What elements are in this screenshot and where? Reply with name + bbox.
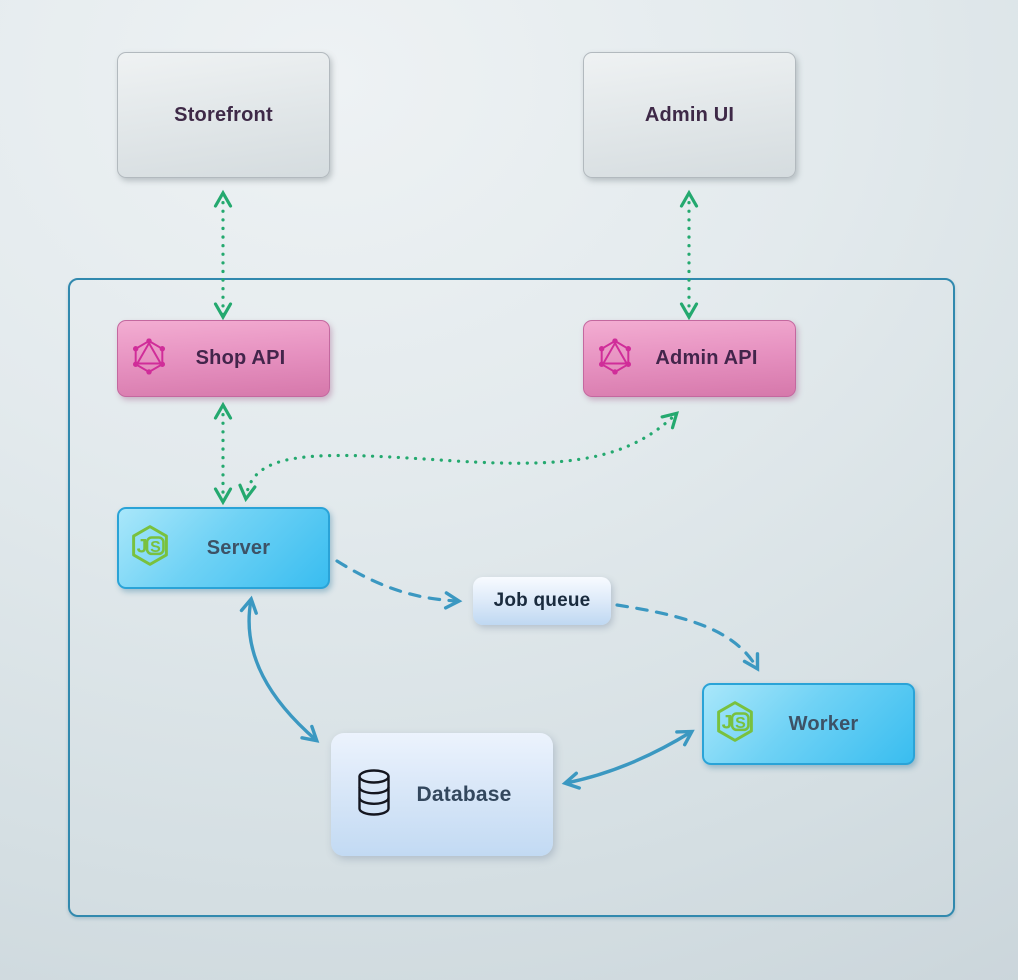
node-worker: J S Worker — [702, 683, 915, 765]
edge-server-jobqueue — [335, 559, 463, 610]
shop-api-label: Shop API — [195, 347, 286, 369]
svg-text:S: S — [150, 539, 161, 556]
edge-server-adminapi — [238, 411, 680, 503]
svg-text:S: S — [735, 715, 746, 732]
worker-label: Worker — [788, 712, 859, 735]
server-boundary-box — [68, 278, 955, 917]
edge-server-database — [239, 595, 320, 743]
node-admin-ui: Admin UI — [583, 52, 796, 178]
job-queue-label: Job queue — [493, 590, 591, 611]
storefront-label: Storefront — [174, 103, 273, 126]
svg-text:J: J — [722, 713, 733, 734]
node-database: Database — [331, 733, 553, 856]
nodejs-icon: J S — [129, 525, 171, 572]
node-server: J S Server — [117, 507, 330, 589]
svg-text:J: J — [137, 537, 148, 558]
node-admin-api: Admin API — [583, 320, 796, 397]
node-shop-api: Shop API — [117, 320, 330, 397]
server-label: Server — [206, 536, 271, 559]
edge-database-worker — [561, 729, 695, 790]
edge-jobqueue-worker — [615, 603, 760, 672]
database-label: Database — [416, 782, 512, 806]
database-icon — [352, 767, 396, 822]
nodejs-icon: J S — [714, 701, 756, 748]
admin-ui-label: Admin UI — [644, 103, 735, 126]
graphql-icon — [597, 337, 633, 379]
graphql-icon — [131, 337, 167, 379]
node-storefront: Storefront — [117, 52, 330, 178]
node-job-queue: Job queue — [473, 577, 611, 625]
admin-api-label: Admin API — [655, 347, 758, 369]
